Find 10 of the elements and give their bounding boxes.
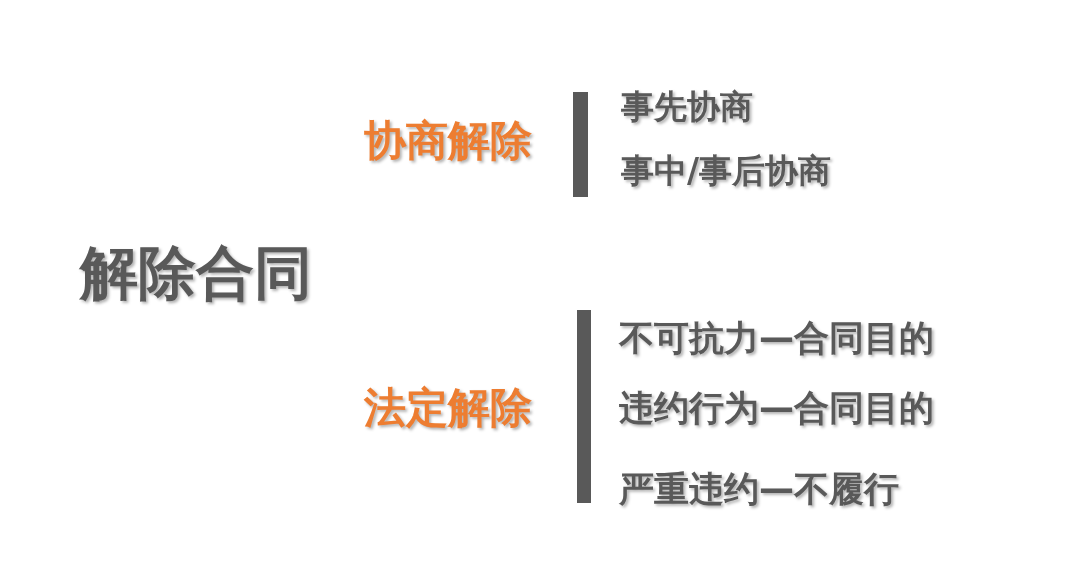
item-text: 违约行为—合同目的 <box>619 388 934 429</box>
item-text: 不可抗力—合同目的 <box>619 318 934 359</box>
branch-label: 协商解除 <box>364 117 532 166</box>
branch-label: 法定解除 <box>364 384 532 433</box>
root-topic: 解除合同 <box>80 240 312 307</box>
item-text: 严重违约—不履行 <box>619 469 899 510</box>
item-text: 事中/事后协商 <box>621 152 832 190</box>
bracket-bar <box>573 92 588 197</box>
bracket-bar <box>577 310 591 503</box>
item-text: 事先协商 <box>621 88 753 126</box>
